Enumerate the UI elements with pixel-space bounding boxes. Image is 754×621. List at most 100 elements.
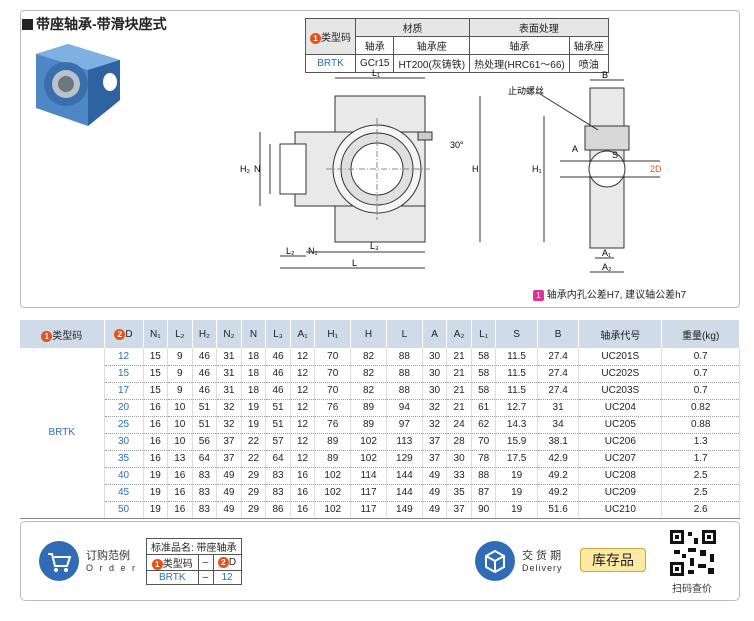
table-cell: 19: [241, 416, 267, 434]
table-cell: 117: [350, 484, 387, 502]
delivery-label: 交 货 期: [522, 550, 562, 562]
table-cell: 117: [350, 501, 387, 519]
table-cell: 12: [290, 416, 316, 434]
spec-header: L₃: [265, 320, 291, 348]
table-cell: 12.7: [495, 399, 538, 417]
svg-text:N₁: N₁: [308, 246, 318, 256]
spec-header: N₂: [216, 320, 242, 348]
spec-header: S: [495, 320, 538, 348]
technical-drawing: L₁ H₂ N H 30° L₂ N₁ L₃ L B 止动螺丝 A S H₁ 2…: [240, 68, 662, 273]
table-cell: 76: [314, 399, 352, 417]
table-cell: 51: [265, 399, 291, 417]
svg-text:止动螺丝: 止动螺丝: [508, 85, 544, 96]
table-cell: 87: [471, 484, 497, 502]
table-cell: 61: [471, 399, 497, 417]
table-cell: UC208: [578, 467, 663, 485]
table-cell: 27.4: [537, 382, 580, 400]
table-cell: 49: [216, 467, 242, 485]
table-cell: 0.7: [661, 382, 740, 400]
table-cell: 49: [422, 501, 448, 519]
table-cell: 51: [192, 416, 218, 434]
table-cell: 46: [192, 348, 218, 366]
table-cell: 129: [386, 450, 423, 468]
table-cell: UC201S: [578, 348, 663, 366]
table-cell: 102: [314, 484, 352, 502]
table-cell: 19: [143, 501, 169, 519]
table-cell: 102: [314, 467, 352, 485]
table-cell: 88: [471, 467, 497, 485]
table-cell: 51: [192, 399, 218, 417]
table-cell: 17: [104, 382, 144, 400]
table-cell: 0.7: [661, 348, 740, 366]
table-cell: 21: [446, 348, 472, 366]
table-cell: 28: [446, 433, 472, 451]
table-cell: 82: [350, 348, 387, 366]
svg-text:30°: 30°: [450, 140, 464, 150]
table-cell: 83: [265, 484, 291, 502]
table-cell: 64: [265, 450, 291, 468]
svg-text:A: A: [572, 144, 578, 154]
svg-text:N: N: [254, 164, 261, 174]
table-cell: UC202S: [578, 365, 663, 383]
qr-code-icon[interactable]: [668, 528, 718, 578]
table-cell: 19: [495, 484, 538, 502]
table-cell: 51: [265, 416, 291, 434]
table-cell: 16: [167, 467, 193, 485]
table-cell: 15: [104, 365, 144, 383]
table-cell: 70: [314, 365, 352, 383]
table-cell: 64: [192, 450, 218, 468]
table-cell: 10: [167, 399, 193, 417]
table-cell: 149: [386, 501, 423, 519]
table-cell: 102: [350, 433, 387, 451]
svg-text:H₁: H₁: [532, 164, 542, 174]
svg-text:L₁: L₁: [372, 68, 380, 78]
spec-header: N₁: [143, 320, 169, 348]
table-cell: 88: [386, 365, 423, 383]
table-cell: 37: [216, 450, 242, 468]
table-cell: 70: [314, 348, 352, 366]
table-cell: 11.5: [495, 365, 538, 383]
svg-text:A₂: A₂: [602, 262, 612, 272]
table-cell: 0.88: [661, 416, 740, 434]
svg-text:S: S: [612, 150, 618, 160]
table-cell: 94: [386, 399, 423, 417]
spec-header: N: [241, 320, 267, 348]
table-cell: 62: [471, 416, 497, 434]
table-cell: 83: [192, 501, 218, 519]
table-cell: 58: [471, 348, 497, 366]
table-cell: 13: [167, 450, 193, 468]
table-cell: 37: [422, 450, 448, 468]
table-cell: UC207: [578, 450, 663, 468]
table-cell: 88: [386, 348, 423, 366]
table-cell: 12: [290, 382, 316, 400]
table-cell: 27.4: [537, 365, 580, 383]
table-cell: 15: [143, 382, 169, 400]
order-section: [20, 521, 740, 601]
table-cell: 21: [446, 382, 472, 400]
table-cell: 0.7: [661, 365, 740, 383]
table-cell: 56: [192, 433, 218, 451]
table-cell: 89: [350, 399, 387, 417]
table-cell: 86: [265, 501, 291, 519]
table-cell: 83: [192, 484, 218, 502]
table-cell: 37: [446, 501, 472, 519]
table-cell: 15: [143, 348, 169, 366]
table-cell: 82: [350, 382, 387, 400]
table-cell: 33: [446, 467, 472, 485]
table-cell: 1.7: [661, 450, 740, 468]
table-cell: 21: [446, 399, 472, 417]
table-cell: 11.5: [495, 382, 538, 400]
table-cell: 70: [314, 382, 352, 400]
table-cell: 76: [314, 416, 352, 434]
spec-header: L: [386, 320, 423, 348]
table-cell: 49: [422, 484, 448, 502]
table-cell: 9: [167, 365, 193, 383]
svg-text:A₁: A₁: [602, 248, 611, 258]
